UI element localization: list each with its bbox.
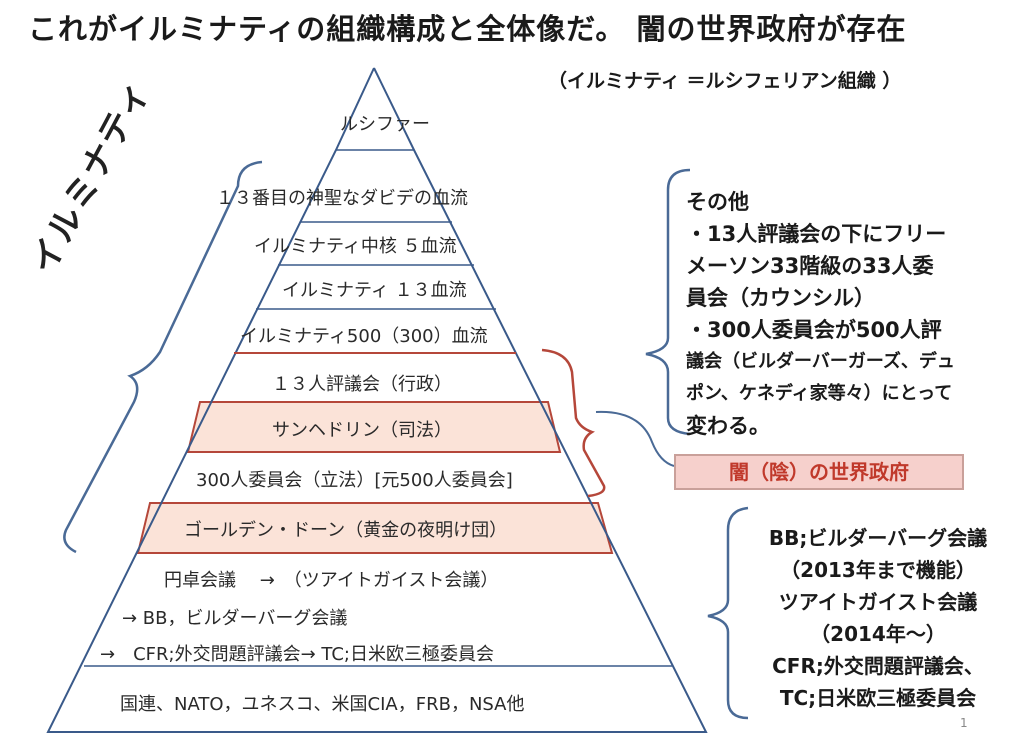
pyramid-outline xyxy=(46,67,708,733)
apex-label: ルシファー xyxy=(340,114,430,135)
bb-bracket xyxy=(707,506,749,720)
page-subtitle: （イルミナティ ＝ルシフェリアン組織 ） xyxy=(548,70,902,92)
note-line: 議会（ビルダーバーガーズ、デュ xyxy=(686,351,955,372)
level-label: １３人評議会（行政） xyxy=(272,374,452,395)
note-line: 変わる。 xyxy=(686,414,770,438)
note-line: （2013年まで機能） xyxy=(780,558,976,582)
note-line: ツアイトガイスト会議 xyxy=(778,590,978,614)
pyramid-level-lines xyxy=(84,149,672,667)
note-line: 員会（カウンシル） xyxy=(686,286,875,310)
level-label: 300人委員会（立法）[元500人委員会] xyxy=(196,470,513,491)
note-line: BB;ビルダーバーグ会議 xyxy=(768,526,988,550)
level-label: イルミナティ500（300）血流 xyxy=(240,326,488,347)
level-label: イルミナティ １３血流 xyxy=(282,280,467,301)
level-label: サンヘドリン（司法） xyxy=(272,420,452,441)
org-line: → BB，ビルダーバーグ会議 xyxy=(122,608,348,629)
level-label: １３番目の神聖なダビデの血流 xyxy=(216,188,468,209)
note-line: ・13人評議会の下にフリー xyxy=(686,222,947,246)
note-line: （2014年～） xyxy=(810,622,946,646)
page-title: これがイルミナティの組織構成と全体像だ。 闇の世界政府が存在 xyxy=(28,12,907,46)
level-label: ゴールデン・ドーン（黄金の夜明け団） xyxy=(184,520,508,541)
connector-curve xyxy=(595,410,675,467)
base-label: 国連、NATO，ユネスコ、米国CIA，FRB，NSA他 xyxy=(120,694,525,715)
page-number: 1 xyxy=(960,716,968,730)
org-line: → CFR;外交問題評議会→ TC;日米欧三極委員会 xyxy=(100,644,494,665)
shadow-government-bracket xyxy=(541,348,606,498)
note-line: ポン、ケネディ家等々）にとって xyxy=(686,383,953,404)
illuminati-bracket xyxy=(63,160,263,554)
golden-dawn-highlight xyxy=(136,502,614,554)
bottom-right-note: BB;ビルダーバーグ会議 （2013年まで機能） ツアイトガイスト会議 （201… xyxy=(738,522,1018,714)
right-note: その他 ・13人評議会の下にフリー メーソン33階級の33人委 員会（カウンシル… xyxy=(686,186,955,442)
sanhedrin-highlight xyxy=(186,401,562,453)
shadow-government-box: 闇（陰）の世界政府 xyxy=(674,454,964,490)
note-bracket xyxy=(645,168,691,436)
note-heading: その他 xyxy=(686,190,749,214)
level-label: イルミナティ中核 ５血流 xyxy=(254,236,457,257)
org-line: 円卓会議 → （ツアイトガイスト会議） xyxy=(164,570,499,591)
note-line: CFR;外交問題評議会、 xyxy=(772,654,984,678)
note-line: TC;日米欧三極委員会 xyxy=(779,686,977,710)
note-line: メーソン33階級の33人委 xyxy=(686,254,934,278)
note-line: ・300人委員会が500人評 xyxy=(686,318,942,342)
